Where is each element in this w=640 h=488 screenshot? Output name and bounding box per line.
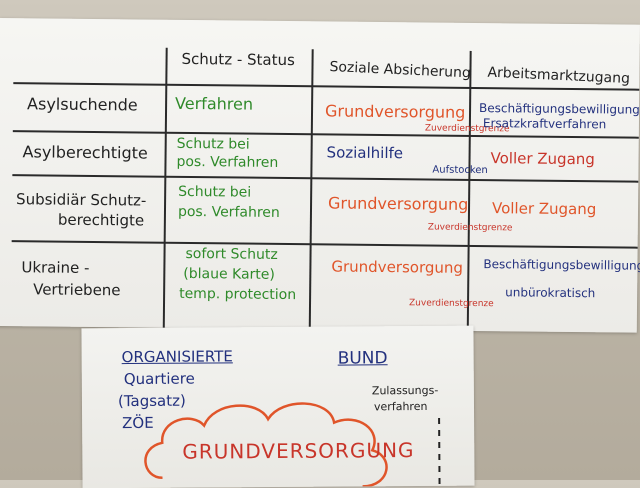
row2-status-line2: pos. Verfahren — [176, 153, 279, 171]
row3-labor: Voller Zugang — [491, 199, 597, 219]
row2-social-note: Aufstocken — [432, 164, 488, 177]
row4-labor-line1: Beschäftigungsbewilligung — [483, 257, 640, 273]
row3-label-line2: berechtigte — [57, 210, 145, 230]
row4-label-line1: Ukraine - — [21, 258, 90, 277]
row4-social: Grundversorgung — [331, 257, 464, 277]
row3-status-line1: Schutz bei — [178, 183, 252, 201]
table-line-v1 — [162, 47, 168, 328]
row4-labor-line2: unbürokratisch — [505, 285, 596, 301]
row2-status-line1: Schutz bei — [176, 135, 250, 153]
table-line-v3 — [466, 50, 472, 331]
flipchart-lower-sheet: ORGANISIERTE Quartiere (Tagsatz) ZÖE BUN… — [81, 325, 475, 488]
row3-label-line1: Subsidiär Schutz- — [16, 190, 147, 210]
row1-social: Grundversorgung — [324, 101, 466, 122]
row1-status: Verfahren — [175, 93, 254, 114]
row2-label: Asylberechtigte — [22, 142, 148, 163]
table-line-h2 — [12, 130, 639, 139]
row1-labor-line2: Ersatzkraftverfahren — [482, 116, 607, 132]
table-line-h1 — [13, 82, 640, 91]
row4-social-note: Zuverdienstgrenze — [408, 298, 494, 310]
row1-label: Asylsuchende — [27, 94, 138, 115]
row2-labor: Voller Zugang — [490, 149, 595, 169]
row4-status-line2: (blaue Karte) — [183, 265, 276, 283]
header-soziale-absicherung: Soziale Absicherung — [329, 58, 472, 82]
header-arbeitsmarktzugang: Arbeitsmarktzugang — [487, 64, 631, 88]
row3-social-note: Zuverdienstgrenze — [427, 222, 513, 234]
row1-labor-line1: Beschäftigungsbewilligung — [479, 101, 640, 117]
cloud-label: GRUNDVERSORGUNG — [182, 438, 415, 464]
row4-status-line1: sofort Schutz — [185, 245, 278, 263]
table-line-h3 — [12, 174, 639, 183]
table-line-v2 — [308, 49, 314, 330]
table-line-h4 — [11, 240, 638, 249]
cloud-shape — [144, 402, 388, 488]
header-schutz-status: Schutz - Status — [181, 49, 295, 70]
flipchart-table-sheet: Schutz - Status Soziale Absicherung Arbe… — [0, 18, 640, 333]
row4-status-line3: temp. protection — [179, 285, 297, 304]
row2-social: Sozialhilfe — [326, 143, 404, 163]
row3-status-line2: pos. Verfahren — [177, 203, 280, 221]
row3-social: Grundversorgung — [327, 193, 469, 214]
row4-label-line2: Vertriebene — [33, 280, 121, 300]
